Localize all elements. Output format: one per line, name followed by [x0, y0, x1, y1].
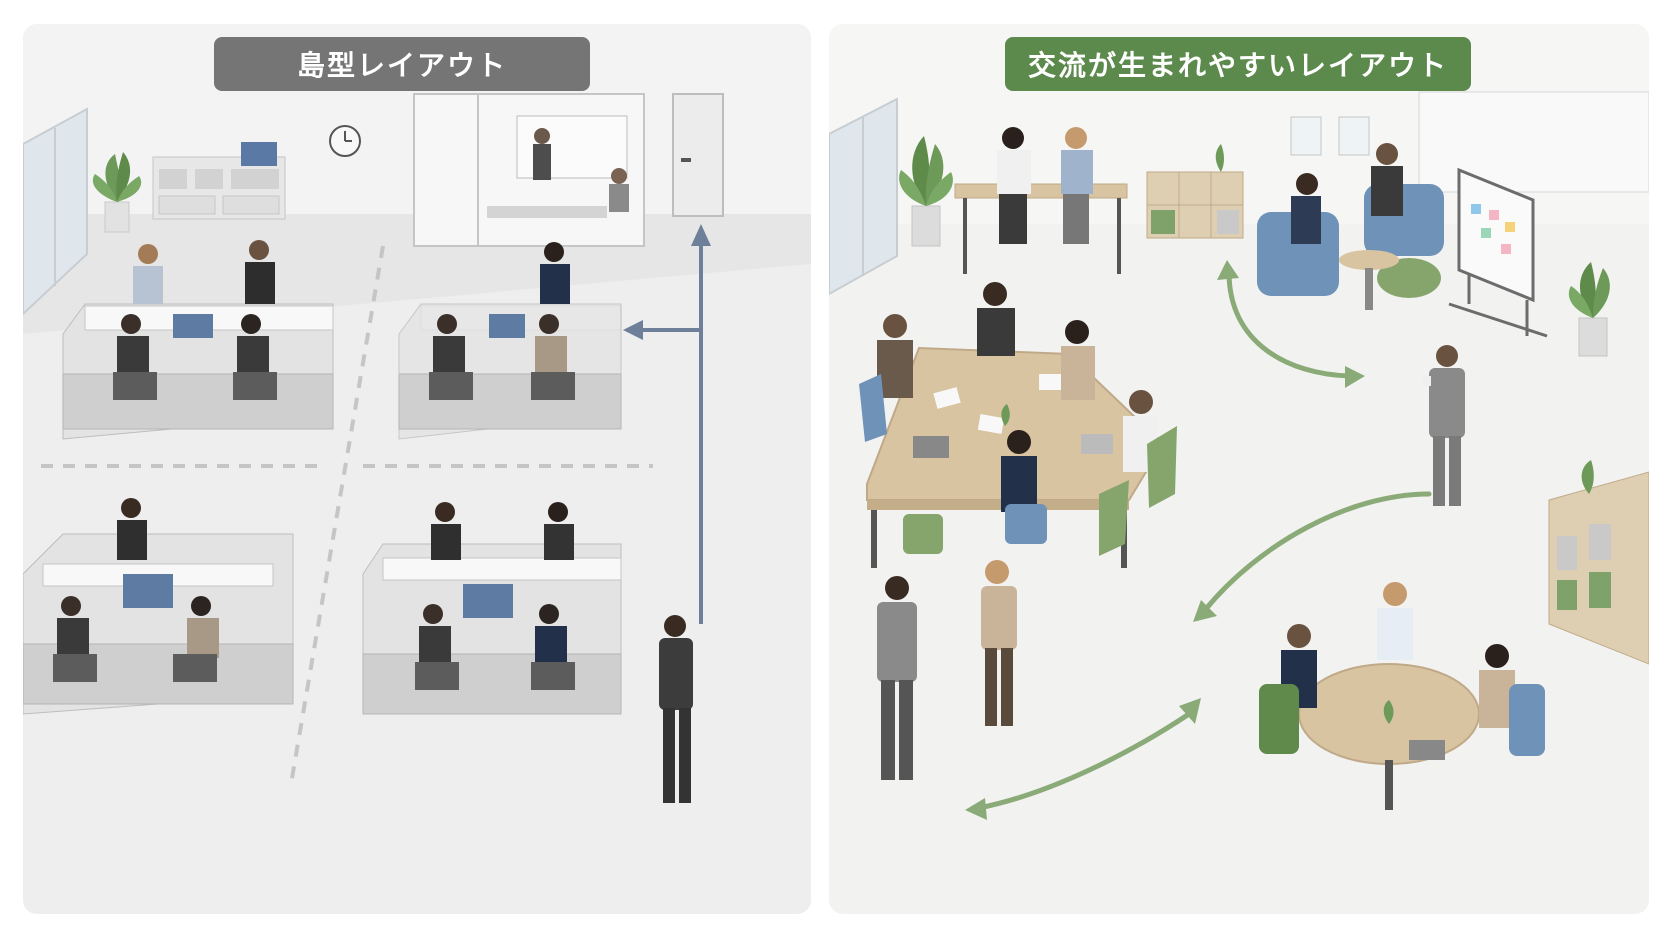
glass-partition	[1418, 91, 1649, 193]
floor-divider-line	[289, 245, 385, 785]
door	[672, 93, 724, 217]
desk-island	[62, 240, 334, 440]
page-title: 島型レイアウト	[214, 37, 590, 91]
lounge-area	[1257, 143, 1444, 310]
wall-frame	[1290, 116, 1322, 156]
collaboration-layout-illustration	[829, 24, 1649, 820]
window	[829, 97, 898, 296]
interaction-arrow	[976, 269, 1432, 811]
desk-island	[23, 498, 294, 715]
standing-conversation	[877, 560, 1017, 780]
whiteboard	[1448, 167, 1548, 338]
round-table	[1259, 582, 1545, 810]
plant-icon	[1568, 262, 1610, 357]
island-layout-panel: 島型レイアウト	[23, 24, 811, 914]
collaboration-layout-panel: 交流が生まれやすいレイアウト	[829, 24, 1649, 914]
flow-arrow	[623, 224, 711, 624]
bookshelf	[1548, 460, 1649, 665]
clock-icon	[329, 125, 361, 157]
walking-person	[659, 615, 693, 803]
plant-icon	[92, 152, 142, 233]
plant-icon	[899, 136, 953, 247]
window	[23, 107, 88, 316]
bookshelf	[1146, 144, 1244, 239]
high-table	[954, 127, 1128, 274]
wall-frame	[1338, 116, 1370, 156]
meeting-room	[413, 93, 645, 247]
island-layout-illustration	[23, 24, 811, 803]
meeting-table	[859, 282, 1177, 568]
file-cabinet	[152, 142, 286, 220]
desk-island	[398, 242, 622, 440]
page-title: 交流が生まれやすいレイアウト	[1005, 37, 1471, 91]
desk-island	[362, 502, 622, 715]
arrowhead-icon	[965, 260, 1365, 820]
walking-person	[1423, 345, 1465, 506]
